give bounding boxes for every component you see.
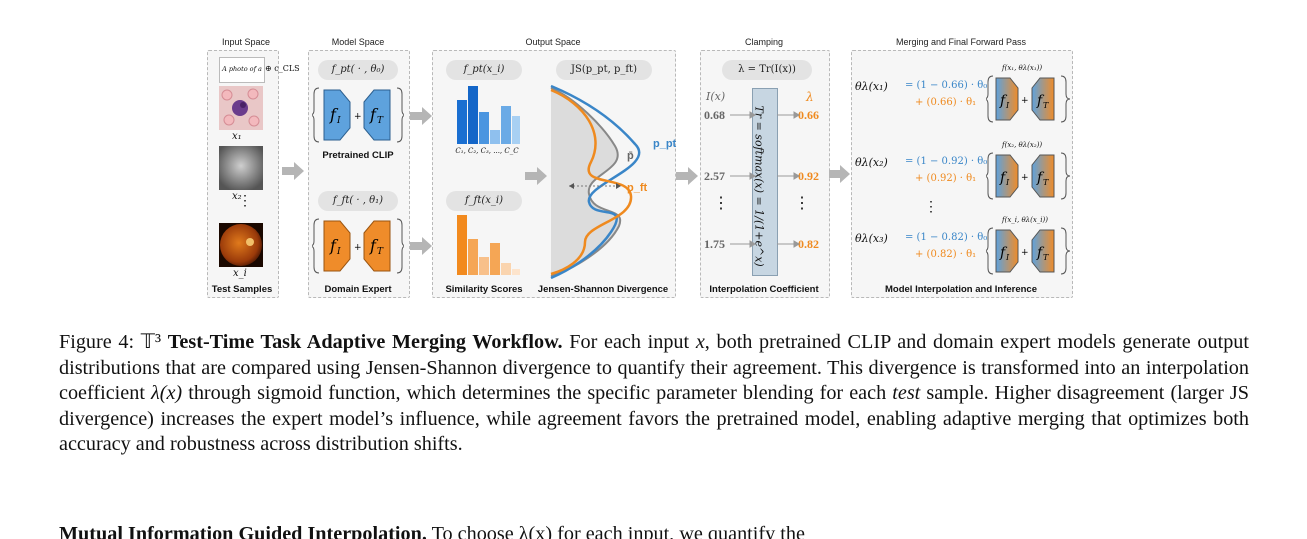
pretrained-clip-label: Pretrained CLIP [308, 150, 408, 161]
svg-text:T: T [1043, 101, 1049, 110]
svg-text:+: + [354, 243, 362, 253]
pt-output-pill: f_pt(x_i) [446, 60, 522, 80]
clamp-output-3: 0.82 [798, 237, 819, 252]
arrow-input-to-model [282, 161, 306, 181]
sample-label-1: x₁ [232, 131, 242, 142]
similarity-scores-label: Similarity Scores [436, 284, 532, 295]
svg-text:I: I [336, 247, 341, 257]
p-bar-label: p̄ [627, 150, 634, 162]
ft-output-pill: f_ft(x_i) [446, 191, 522, 211]
prompt-box: A photo of a [219, 57, 265, 83]
js-divergence-curves [545, 84, 675, 280]
caption-symbol: 𝕋³ [141, 331, 161, 353]
arrow-pretrained-to-output [410, 106, 434, 126]
cell-sample-image [219, 86, 263, 130]
clamping-title: Clamping [700, 37, 828, 47]
arrow-clamping-to-merging [829, 164, 851, 184]
p-pt-label: p_pt [653, 138, 676, 150]
clamp-input-2: 2.57 [704, 169, 725, 184]
clamp-input-header: I(x) [706, 90, 725, 103]
svg-text:T: T [377, 247, 384, 257]
finetuned-param-pill: f_ft( · , θ₁) [318, 191, 398, 211]
merge-line1-1: = (1 − 0.66) · θ₀ [905, 80, 987, 91]
xray-sample-image [219, 146, 263, 190]
caption-body-1: For each input [569, 331, 689, 353]
arrow-scores-to-js [525, 166, 549, 186]
caption-label: Figure 4: [59, 331, 134, 353]
arrow-expert-to-output [410, 236, 434, 256]
merge-line2-2: + (0.92) · θ₁ [915, 173, 976, 184]
workflow-figure: Input Space A photo of a ⊕ c_CLS x₁ x₂ ⋮… [0, 0, 1307, 310]
merge-lhs-2: θλ(x₂) [855, 156, 888, 169]
svg-text:I: I [336, 116, 341, 126]
caption-body-3: through sigmoid function, which determin… [188, 382, 886, 404]
pretrained-score-bars [452, 86, 522, 144]
merge-line2-3: + (0.82) · θ₁ [915, 249, 976, 260]
model-space-title: Model Space [308, 37, 408, 47]
interp-coef-label: Interpolation Coefficient [700, 284, 828, 295]
svg-text:+: + [354, 112, 362, 122]
class-axis-label: C₁, C₂, C₃, ..., C_C [446, 147, 528, 155]
clamp-formula-pill: λ = Tr(I(x)) [722, 60, 812, 80]
clamp-ellipsis-left: ⋮ [713, 200, 729, 208]
input-space-footer: Test Samples [204, 284, 280, 295]
merge-lhs-3: θλ(x₃) [855, 232, 888, 245]
caption-lambda: λ(x) [151, 382, 182, 404]
clamp-input-1: 0.68 [704, 108, 725, 123]
merge-line1-2: = (1 − 0.92) · θ₀ [905, 156, 987, 167]
domain-expert-label: Domain Expert [308, 284, 408, 295]
caption-title: Test-Time Task Adaptive Merging Workflow… [168, 331, 563, 353]
clamp-output-2: 0.92 [798, 169, 819, 184]
next-text: To choose λ(x) for each input, we quanti… [432, 523, 805, 539]
svg-text:+: + [1021, 96, 1029, 106]
fundus-sample-image [219, 223, 263, 267]
figure-caption: Figure 4: 𝕋³ Test-Time Task Adaptive Mer… [59, 330, 1249, 458]
p-ft-label: p_ft [627, 182, 647, 194]
merging-footer: Model Interpolation and Inference [851, 284, 1071, 295]
pretrained-param-pill: f_pt( · , θ₀) [318, 60, 398, 80]
ellipsis-vertical: ⋮ [238, 198, 252, 205]
clamp-ellipsis-right: ⋮ [794, 200, 810, 208]
merging-title: Merging and Final Forward Pass [851, 37, 1071, 47]
next-paragraph: Mutual Information Guided Interpolation.… [59, 521, 1249, 539]
js-label-pill: JS(p_pt, p_ft) [556, 60, 652, 80]
clamp-output-header: λ [806, 90, 814, 104]
merge-ellipsis: ⋮ [924, 204, 938, 211]
clamp-input-3: 1.75 [704, 237, 725, 252]
js-divergence-label: Jensen-Shannon Divergence [532, 284, 674, 295]
output-space-title: Output Space [432, 37, 674, 47]
next-heading: Mutual Information Guided Interpolation. [59, 523, 427, 539]
prompt-suffix: ⊕ c_CLS [265, 64, 300, 73]
input-space-title: Input Space [204, 37, 288, 47]
caption-var-x: x [696, 331, 705, 353]
merge-lhs-1: θλ(x₁) [855, 80, 888, 93]
merge-fn-1: f(x₁, θλ(x₁)) [1002, 64, 1042, 72]
arrow-output-to-clamping [676, 166, 700, 186]
merge-line1-3: = (1 − 0.82) · θ₀ [905, 232, 987, 243]
clamp-arrows [730, 108, 800, 253]
caption-test-word: test [892, 382, 920, 404]
merge-line2-1: + (0.66) · θ₁ [915, 97, 976, 108]
expert-score-bars [452, 215, 522, 275]
clamp-output-1: 0.66 [798, 108, 819, 123]
svg-text:T: T [377, 116, 384, 126]
sample-label-i: x_i [233, 268, 247, 279]
